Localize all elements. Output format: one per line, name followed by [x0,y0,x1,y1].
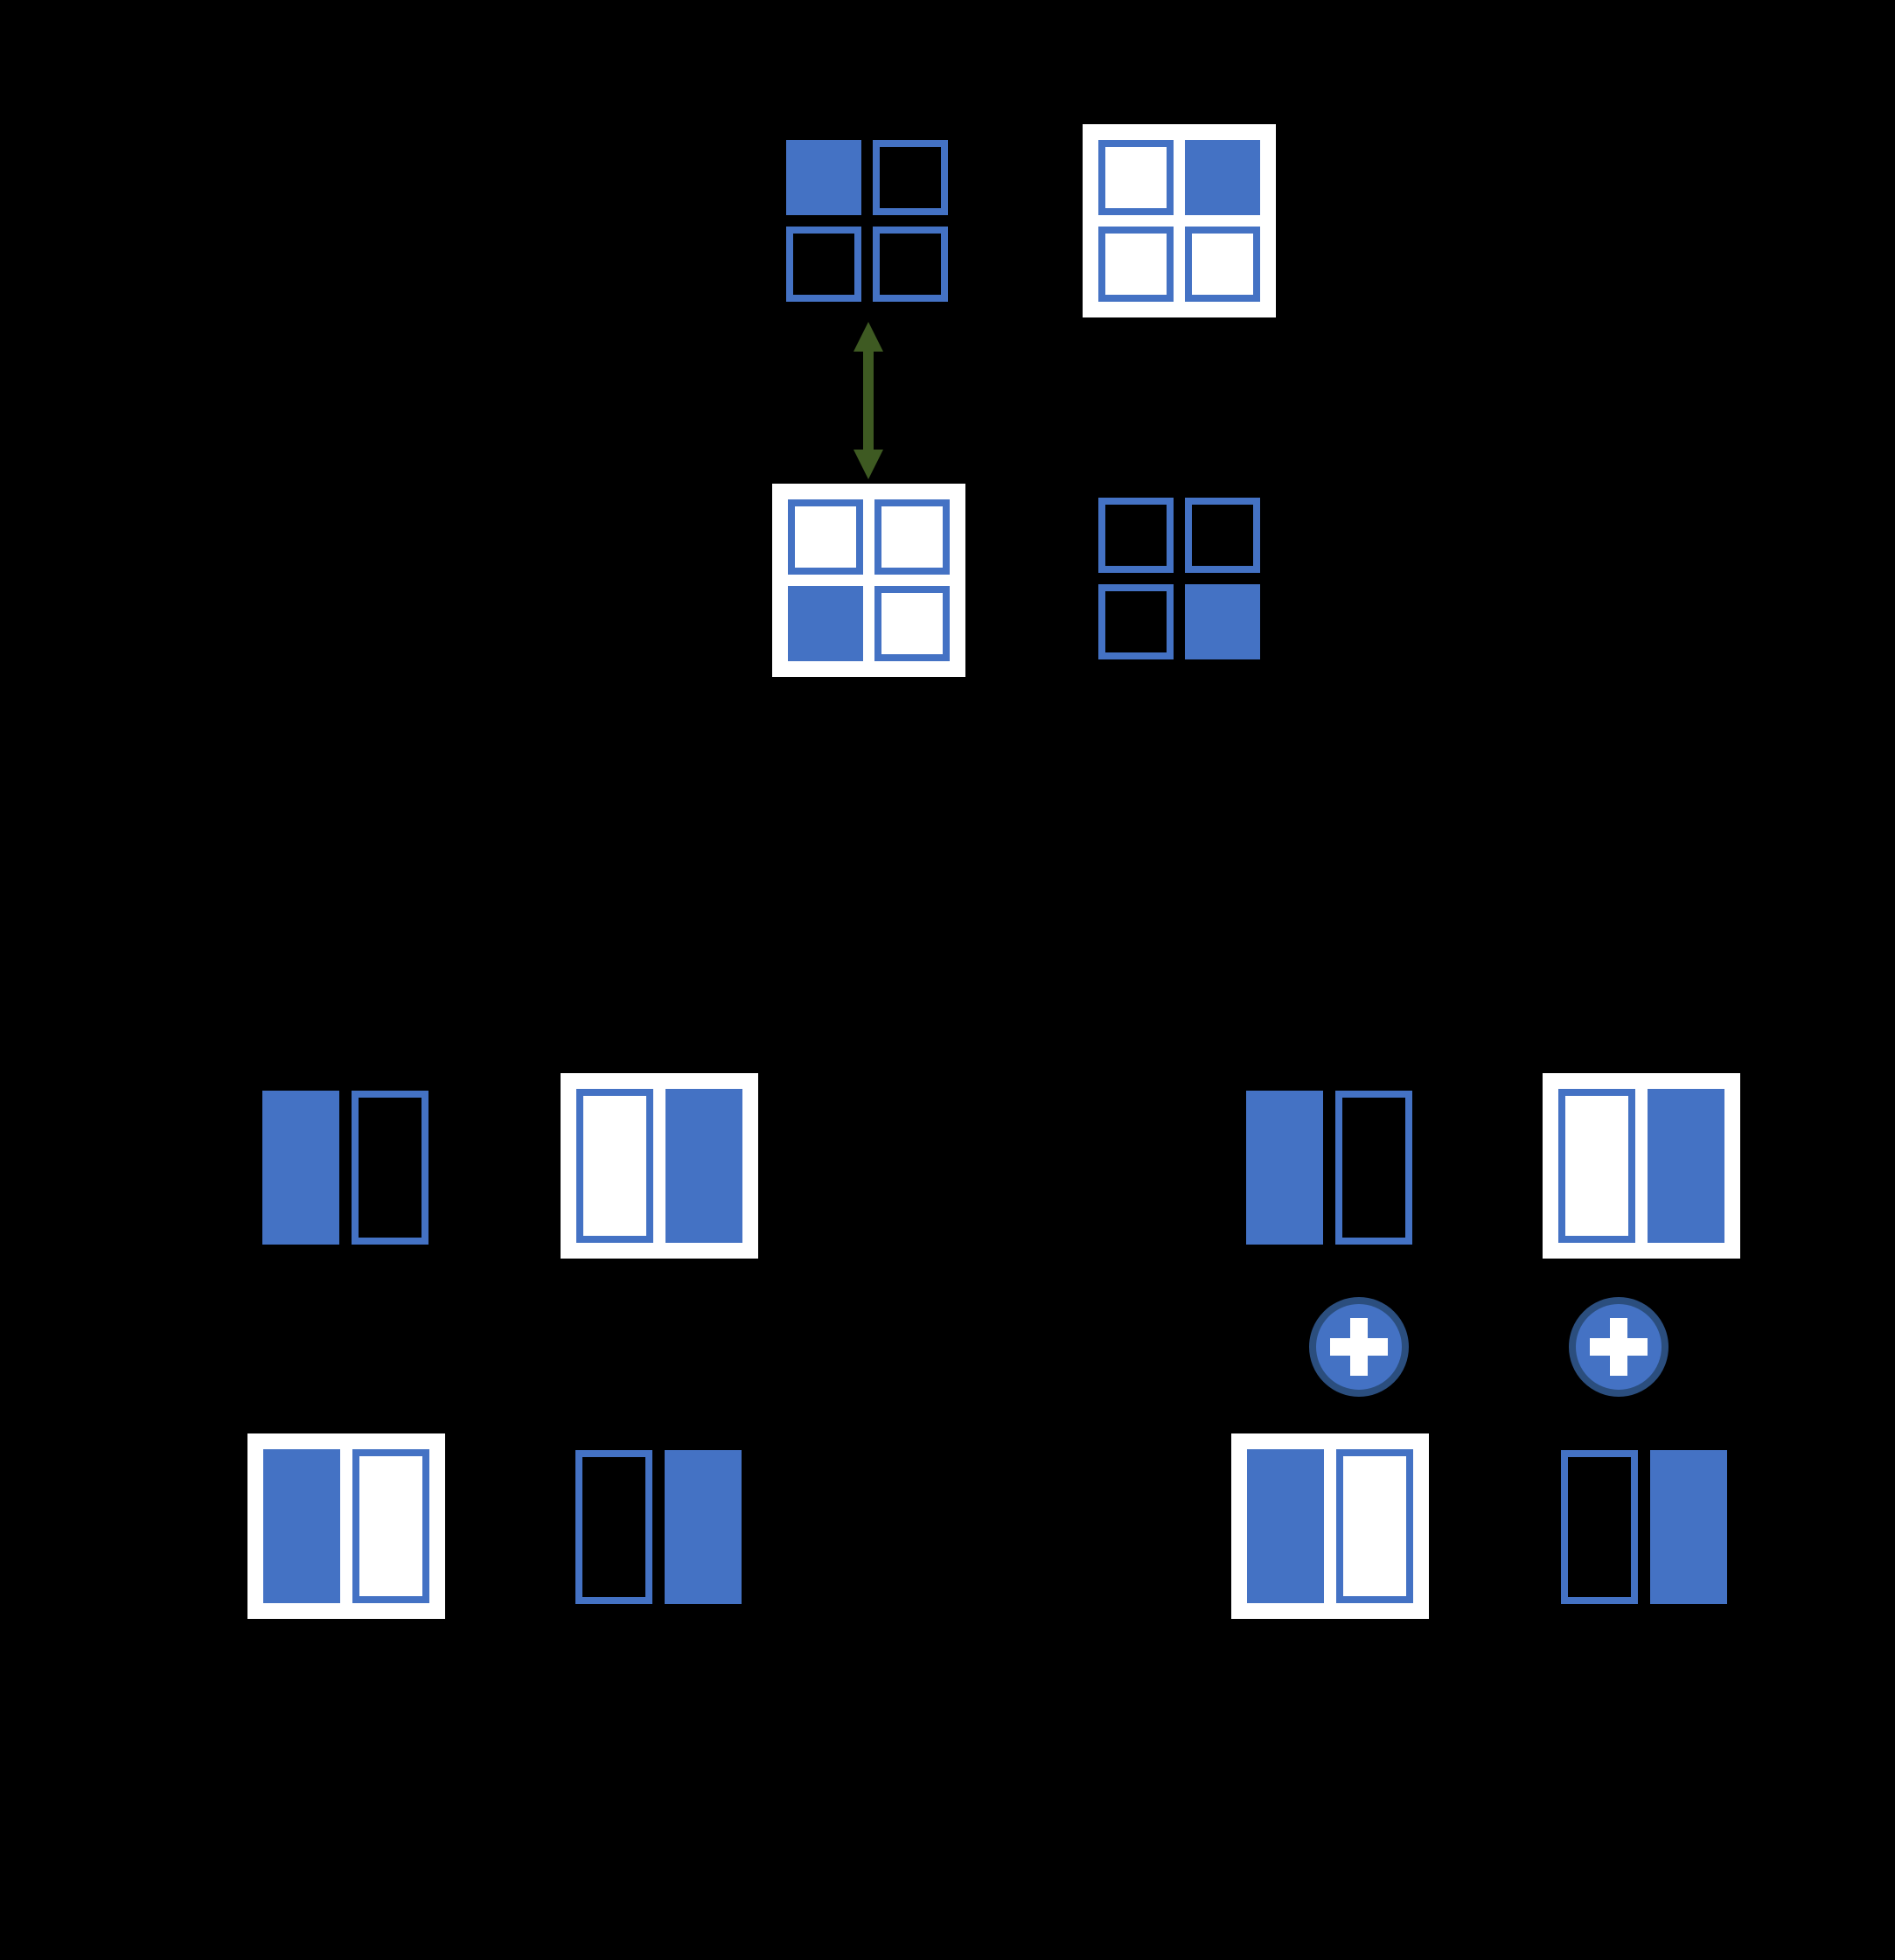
patch-grid-1x2-left-group-top-b [561,1073,758,1259]
patch-grid-1x2-right-group-top-a-cell-r0c0 [1246,1091,1323,1245]
patch-grid-2x2-top-left-cell-r1c0 [786,227,861,302]
patch-grid-2x2-top-left [786,140,948,302]
patch-grid-1x2-right-group-bottom-a-cell-r0c1 [1336,1449,1413,1603]
patch-grid-1x2-right-group-top-b [1543,1073,1740,1259]
patch-grid-2x2-swapped-right-cell-r0c0 [1098,498,1174,573]
patch-grid-2x2-swapped-left-cell-r1c0 [788,586,863,661]
patch-grid-1x2-left-group-bottom-b-cell-r0c1 [665,1450,742,1604]
plus-icon-left [1309,1297,1409,1397]
patch-grid-2x2-top-right-cell-r1c0 [1098,227,1174,302]
patch-grid-1x2-left-group-bottom-b-cell-r0c0 [575,1450,652,1604]
patch-grid-1x2-right-group-top-b-cell-r0c1 [1648,1089,1724,1243]
patch-grid-1x2-left-group-top-b-cell-r0c1 [665,1089,742,1243]
patch-grid-2x2-swapped-left-cell-r1c1 [874,586,950,661]
patch-grid-1x2-right-group-bottom-a [1231,1433,1429,1619]
patch-grid-2x2-swapped-right-cell-r1c1 [1185,584,1260,659]
patch-grid-1x2-left-group-top-a-cell-r0c0 [262,1091,339,1245]
plus-icon-right-vbar [1610,1318,1627,1376]
patch-grid-2x2-top-left-cell-r1c1 [873,227,948,302]
patch-grid-1x2-left-group-bottom-a-cell-r0c1 [352,1449,429,1603]
patch-grid-1x2-right-group-bottom-a-cell-r0c0 [1247,1449,1324,1603]
patch-grid-1x2-left-group-bottom-b [575,1450,742,1604]
patch-grid-1x2-left-group-top-b-cell-r0c0 [576,1089,653,1243]
patch-grid-2x2-top-right-cell-r1c1 [1185,227,1260,302]
patch-grid-2x2-swapped-left [772,484,965,677]
plus-icon-right [1569,1297,1669,1397]
patch-grid-1x2-left-group-bottom-a [247,1433,445,1619]
patch-grid-2x2-swapped-right [1098,498,1260,659]
patch-grid-2x2-swapped-left-cell-r0c0 [788,499,863,575]
patch-grid-2x2-swapped-right-cell-r0c1 [1185,498,1260,573]
patch-grid-2x2-swapped-right-cell-r1c0 [1098,584,1174,659]
patch-grid-2x2-top-right [1083,124,1276,317]
patch-grid-2x2-top-right-cell-r0c1 [1185,140,1260,215]
patch-grid-2x2-top-right-cell-r0c0 [1098,140,1174,215]
plus-icon-left-vbar [1350,1318,1368,1376]
patch-grid-2x2-top-left-cell-r0c0 [786,140,861,215]
patch-grid-2x2-swapped-left-cell-r0c1 [874,499,950,575]
patch-grid-1x2-right-group-top-a-cell-r0c1 [1335,1091,1412,1245]
patch-grid-1x2-right-group-top-b-cell-r0c0 [1558,1089,1635,1243]
patch-grid-1x2-right-group-bottom-b-cell-r0c1 [1650,1450,1727,1604]
patch-grid-1x2-right-group-top-a [1246,1091,1412,1245]
patch-grid-1x2-left-group-top-a-cell-r0c1 [352,1091,428,1245]
patch-grid-1x2-right-group-bottom-b [1561,1450,1727,1604]
patch-grid-1x2-left-group-bottom-a-cell-r0c0 [263,1449,340,1603]
patch-grid-1x2-right-group-bottom-b-cell-r0c0 [1561,1450,1638,1604]
patch-grid-2x2-top-left-cell-r0c1 [873,140,948,215]
patch-grid-1x2-left-group-top-a [262,1091,428,1245]
swap-arrow-icon [853,322,883,479]
